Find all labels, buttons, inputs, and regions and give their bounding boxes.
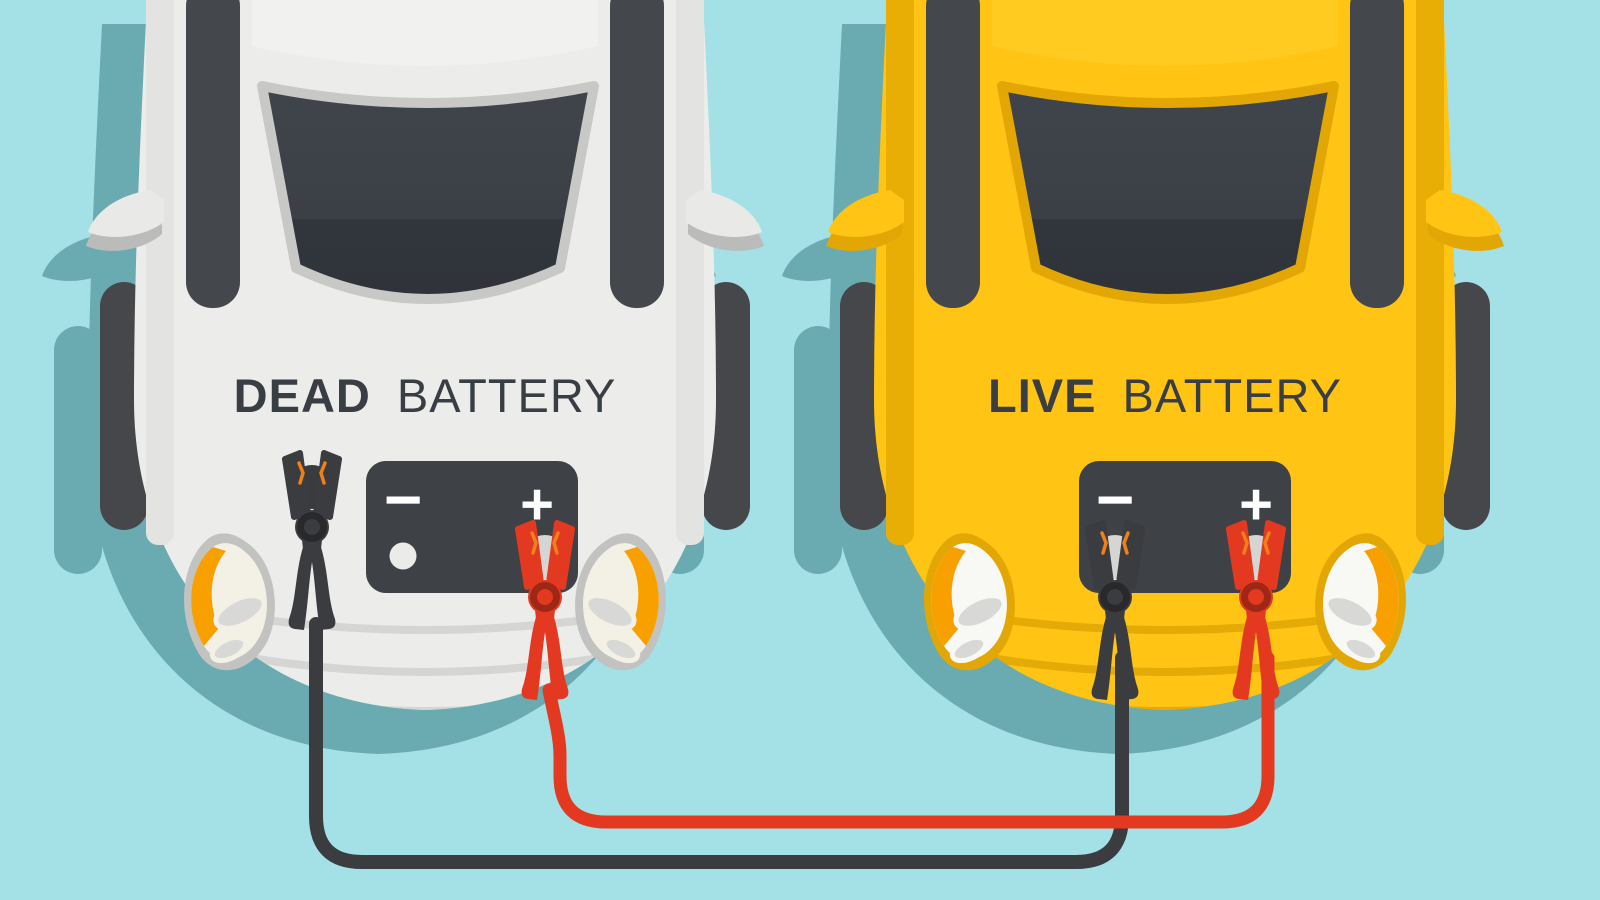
dead-label-word2: BATTERY bbox=[397, 369, 616, 422]
dead-battery-negative-symbol: − bbox=[384, 462, 423, 536]
dead-battery-negative-post bbox=[389, 542, 417, 570]
dead-car bbox=[86, 0, 764, 711]
live-label-word1: LIVE bbox=[988, 369, 1096, 422]
jumper-cable-positive bbox=[542, 651, 1275, 829]
dead-car-body bbox=[86, 0, 764, 711]
live-car-body bbox=[826, 0, 1504, 711]
live-battery-label: LIVE BATTERY bbox=[988, 369, 1342, 422]
live-car bbox=[826, 0, 1504, 711]
jumper-cable-negative bbox=[309, 617, 1129, 869]
live-label-word2: BATTERY bbox=[1123, 369, 1342, 422]
dead-battery-label: DEAD BATTERY bbox=[234, 369, 617, 422]
dead-label-word1: DEAD bbox=[234, 369, 371, 422]
